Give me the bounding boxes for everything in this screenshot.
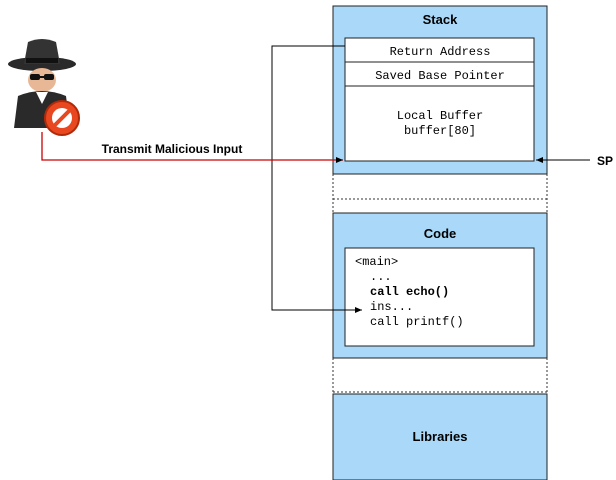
code-line-4: call printf() [370, 315, 464, 329]
stack-title: Stack [423, 12, 458, 27]
return-address-label: Return Address [390, 45, 491, 59]
malicious-input-label: Transmit Malicious Input [102, 142, 243, 156]
libraries-title: Libraries [413, 429, 468, 444]
libraries-segment [332, 393, 548, 480]
hacker-icon [8, 39, 76, 128]
code-listing-box [344, 247, 535, 347]
code-line-2: call echo() [370, 285, 449, 299]
return-address-arrow [271, 45, 362, 313]
return-address-cell [344, 37, 535, 63]
local-buffer-cell [344, 85, 535, 162]
stack-pointer-label: SP [597, 154, 613, 168]
code-line-3: ins... [370, 300, 413, 314]
code-line-1: ... [370, 270, 392, 284]
local-buffer-label: Local Buffer [397, 109, 483, 123]
no-entry-sign-icon [44, 100, 80, 136]
buffer-size-label: buffer[80] [404, 124, 476, 138]
code-line-0: <main> [355, 255, 398, 269]
code-listing: <main>...call echo()ins...call printf() [355, 255, 464, 329]
saved-base-pointer-label: Saved Base Pointer [375, 69, 505, 83]
code-title: Code [424, 226, 457, 241]
malicious-input-arrow [41, 132, 343, 163]
